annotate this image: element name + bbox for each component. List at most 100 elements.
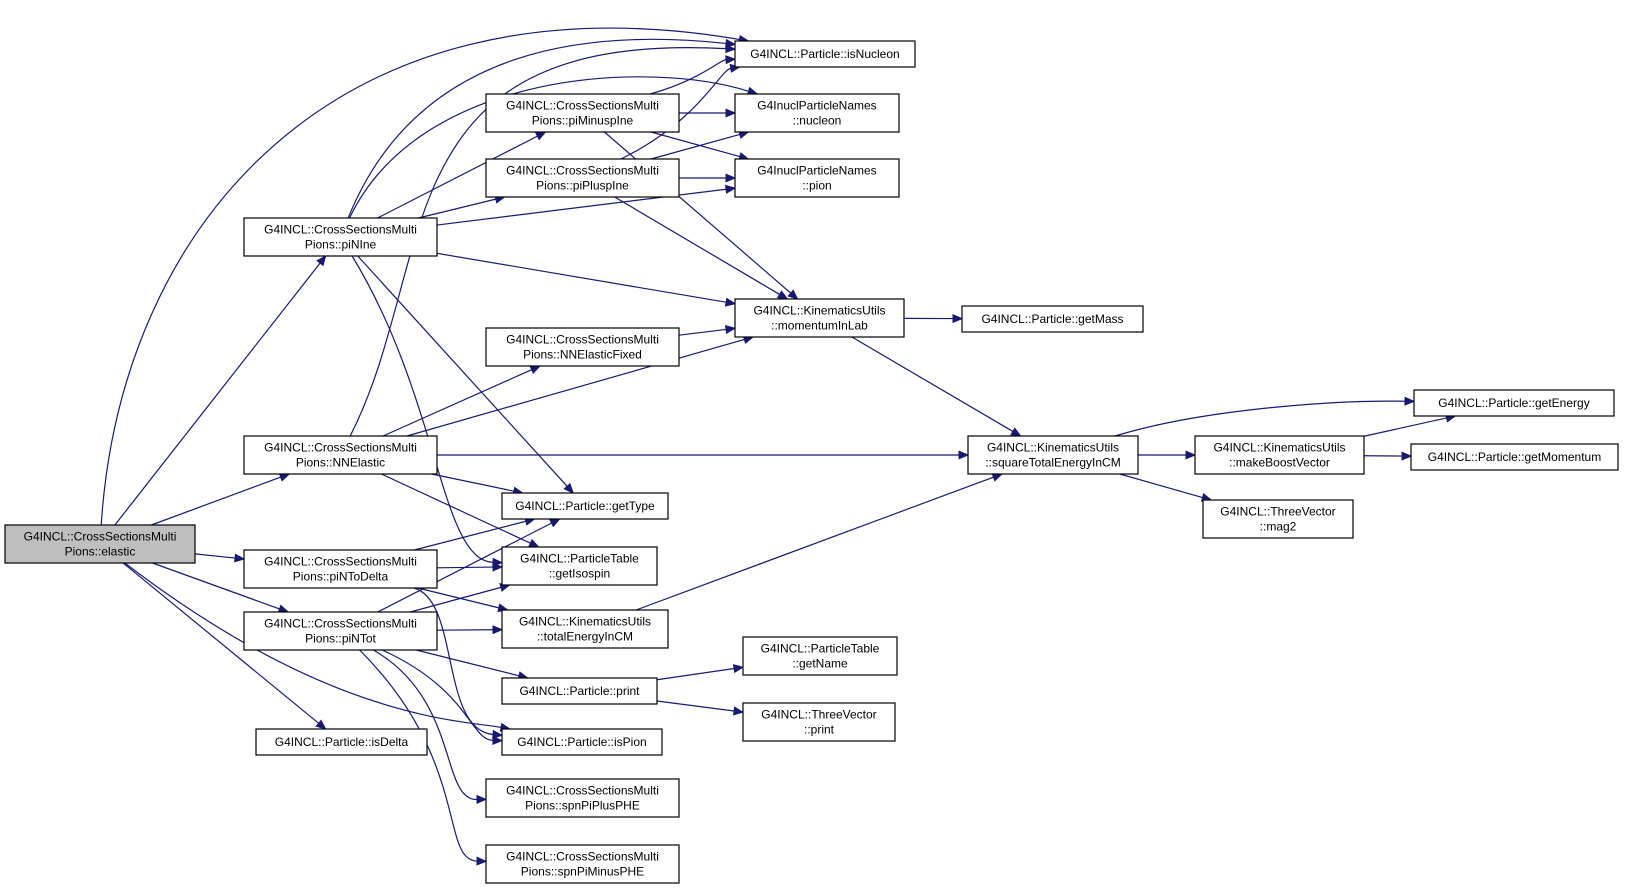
node-spnPiPlusPHE[interactable]: G4INCL::CrossSectionsMultiPions::spnPiPl…	[485, 778, 680, 818]
node-label: Pions::spnPiPlusPHE	[525, 799, 640, 813]
edge-squareTotalEnergyInCM-to-makeBoostVector	[1138, 450, 1197, 460]
arrowhead	[725, 108, 737, 118]
node-box	[243, 549, 438, 589]
node-label: ::nucleon	[793, 114, 842, 128]
node-label: ::getName	[792, 657, 848, 671]
edge-line	[614, 196, 780, 295]
edge-line	[649, 59, 727, 95]
node-momentumInLab[interactable]: G4INCL::KinematicsUtils::momentumInLab	[734, 298, 905, 338]
arrowhead	[1404, 396, 1416, 406]
node-label: ::getIsospin	[549, 567, 610, 581]
edge-pprint-to-tvprint	[656, 700, 745, 716]
node-label: G4INCL::CrossSectionsMulti	[264, 223, 417, 237]
edge-piNIne-to-piPluspIne	[418, 194, 506, 219]
node-spnPiMinusPHE[interactable]: G4INCL::CrossSectionsMultiPions::spnPiMi…	[485, 844, 680, 884]
node-box	[734, 40, 916, 68]
edge-line	[851, 336, 1014, 432]
edge-elastic-to-piNIne	[114, 254, 327, 526]
node-isDelta[interactable]: G4INCL::Particle::isDelta	[255, 728, 428, 756]
edge-line	[406, 338, 745, 437]
node-box	[255, 728, 428, 756]
node-makeBoostVector[interactable]: G4INCL::KinematicsUtils::makeBoostVector	[1194, 435, 1365, 475]
node-label: G4InuclParticleNames	[757, 164, 876, 178]
arrowhead	[534, 131, 547, 141]
node-label: G4INCL::Particle::getMomentum	[1428, 450, 1601, 464]
node-label: G4INCL::CrossSectionsMulti	[264, 617, 417, 631]
edge-piNIne-to-getType	[357, 255, 575, 494]
node-label: ::squareTotalEnergyInCM	[985, 456, 1120, 470]
edge-line	[650, 133, 740, 160]
node-isNucleon[interactable]: G4INCL::Particle::isNucleon	[734, 40, 916, 68]
node-label: G4INCL::KinematicsUtils	[519, 615, 651, 629]
arrowhead	[725, 324, 737, 335]
node-getMomentum[interactable]: G4INCL::Particle::getMomentum	[1410, 443, 1619, 471]
node-getMass[interactable]: G4INCL::Particle::getMass	[961, 305, 1144, 333]
node-totalEnergyInCM[interactable]: G4INCL::KinematicsUtils::totalEnergyInCM	[501, 609, 669, 649]
node-label: G4INCL::KinematicsUtils	[987, 441, 1119, 455]
edge-piNToDelta-to-isPion	[413, 587, 504, 739]
node-piPluspIne[interactable]: G4INCL::CrossSectionsMultiPions::piPlusp…	[485, 158, 680, 198]
arrowhead	[492, 562, 504, 572]
edge-line	[436, 252, 727, 303]
node-box	[485, 327, 680, 367]
arrowhead	[725, 173, 737, 183]
edge-line	[377, 522, 552, 613]
node-squareTotalEnergyInCM[interactable]: G4INCL::KinematicsUtils::squareTotalEner…	[967, 435, 1139, 475]
node-getType[interactable]: G4INCL::Particle::getType	[501, 492, 669, 520]
node-label: G4INCL::CrossSectionsMulti	[506, 784, 659, 798]
node-NNElasticFixed[interactable]: G4INCL::CrossSectionsMultiPions::NNElast…	[485, 327, 680, 367]
arrowhead	[732, 664, 745, 674]
node-NNElastic[interactable]: G4INCL::CrossSectionsMultiPions::NNElast…	[243, 435, 438, 475]
edge-piMinuspIne-to-isNucleon	[649, 55, 737, 95]
node-pprint[interactable]: G4INCL::Particle::print	[501, 677, 658, 705]
edge-NNElastic-to-NNElasticFixed	[382, 365, 542, 437]
edge-line	[431, 473, 514, 492]
node-label: Pions::piNIne	[305, 238, 377, 252]
edge-piMinuspIne-to-nucleon	[679, 108, 737, 118]
node-label: ::totalEnergyInCM	[537, 630, 633, 644]
node-box	[1194, 435, 1365, 475]
node-nucleon[interactable]: G4InuclParticleNames::nucleon	[734, 93, 900, 133]
node-pion[interactable]: G4InuclParticleNames::pion	[734, 158, 900, 198]
edge-line	[349, 46, 727, 437]
edge-line	[377, 135, 538, 219]
node-getIsospin[interactable]: G4INCL::ParticleTable::getIsospin	[501, 546, 658, 586]
edge-momentumInLab-to-getMass	[903, 314, 964, 324]
edge-line	[100, 27, 740, 526]
edge-line	[381, 473, 531, 544]
node-label: G4INCL::KinematicsUtils	[753, 304, 885, 318]
arrowhead	[315, 719, 327, 730]
arrowhead	[529, 365, 542, 375]
edge-line	[620, 67, 732, 160]
edge-line	[124, 562, 502, 728]
node-mag2[interactable]: G4INCL::ThreeVector::mag2	[1202, 499, 1354, 539]
edge-piNIne-to-nucleon	[349, 76, 759, 219]
edge-piNTot-to-totalEnergyInCM	[436, 625, 504, 635]
edge-piNTot-to-spnPiPlusPHE	[373, 649, 488, 805]
node-getEnergy[interactable]: G4INCL::Particle::getEnergy	[1413, 389, 1615, 417]
node-getName[interactable]: G4INCL::ParticleTable::getName	[742, 636, 898, 676]
edge-squareTotalEnergyInCM-to-getEnergy	[1114, 396, 1416, 437]
edge-line	[656, 700, 735, 712]
node-label: G4INCL::ThreeVector	[1220, 505, 1335, 519]
arrowhead	[492, 625, 504, 635]
node-label: G4INCL::ParticleTable	[761, 642, 880, 656]
node-piMinuspIne[interactable]: G4INCL::CrossSectionsMultiPions::piMinus…	[485, 93, 680, 133]
edges-layer	[100, 27, 1457, 866]
edge-line	[349, 76, 749, 219]
node-isPion[interactable]: G4INCL::Particle::isPion	[501, 728, 663, 756]
edge-line	[414, 520, 526, 551]
node-box	[485, 93, 680, 133]
edge-line	[413, 587, 494, 736]
edge-piNTot-to-spnPiMinusPHE	[359, 649, 488, 866]
node-piNToDelta[interactable]: G4INCL::CrossSectionsMultiPions::piNToDe…	[243, 549, 438, 589]
arrowhead	[1010, 427, 1022, 437]
node-tvprint[interactable]: G4INCL::ThreeVector::print	[742, 702, 896, 742]
node-box	[501, 492, 669, 520]
edge-line	[1119, 473, 1203, 499]
node-box	[501, 728, 663, 756]
nodes-layer: G4INCL::CrossSectionsMultiPions::elastic…	[4, 40, 1619, 884]
